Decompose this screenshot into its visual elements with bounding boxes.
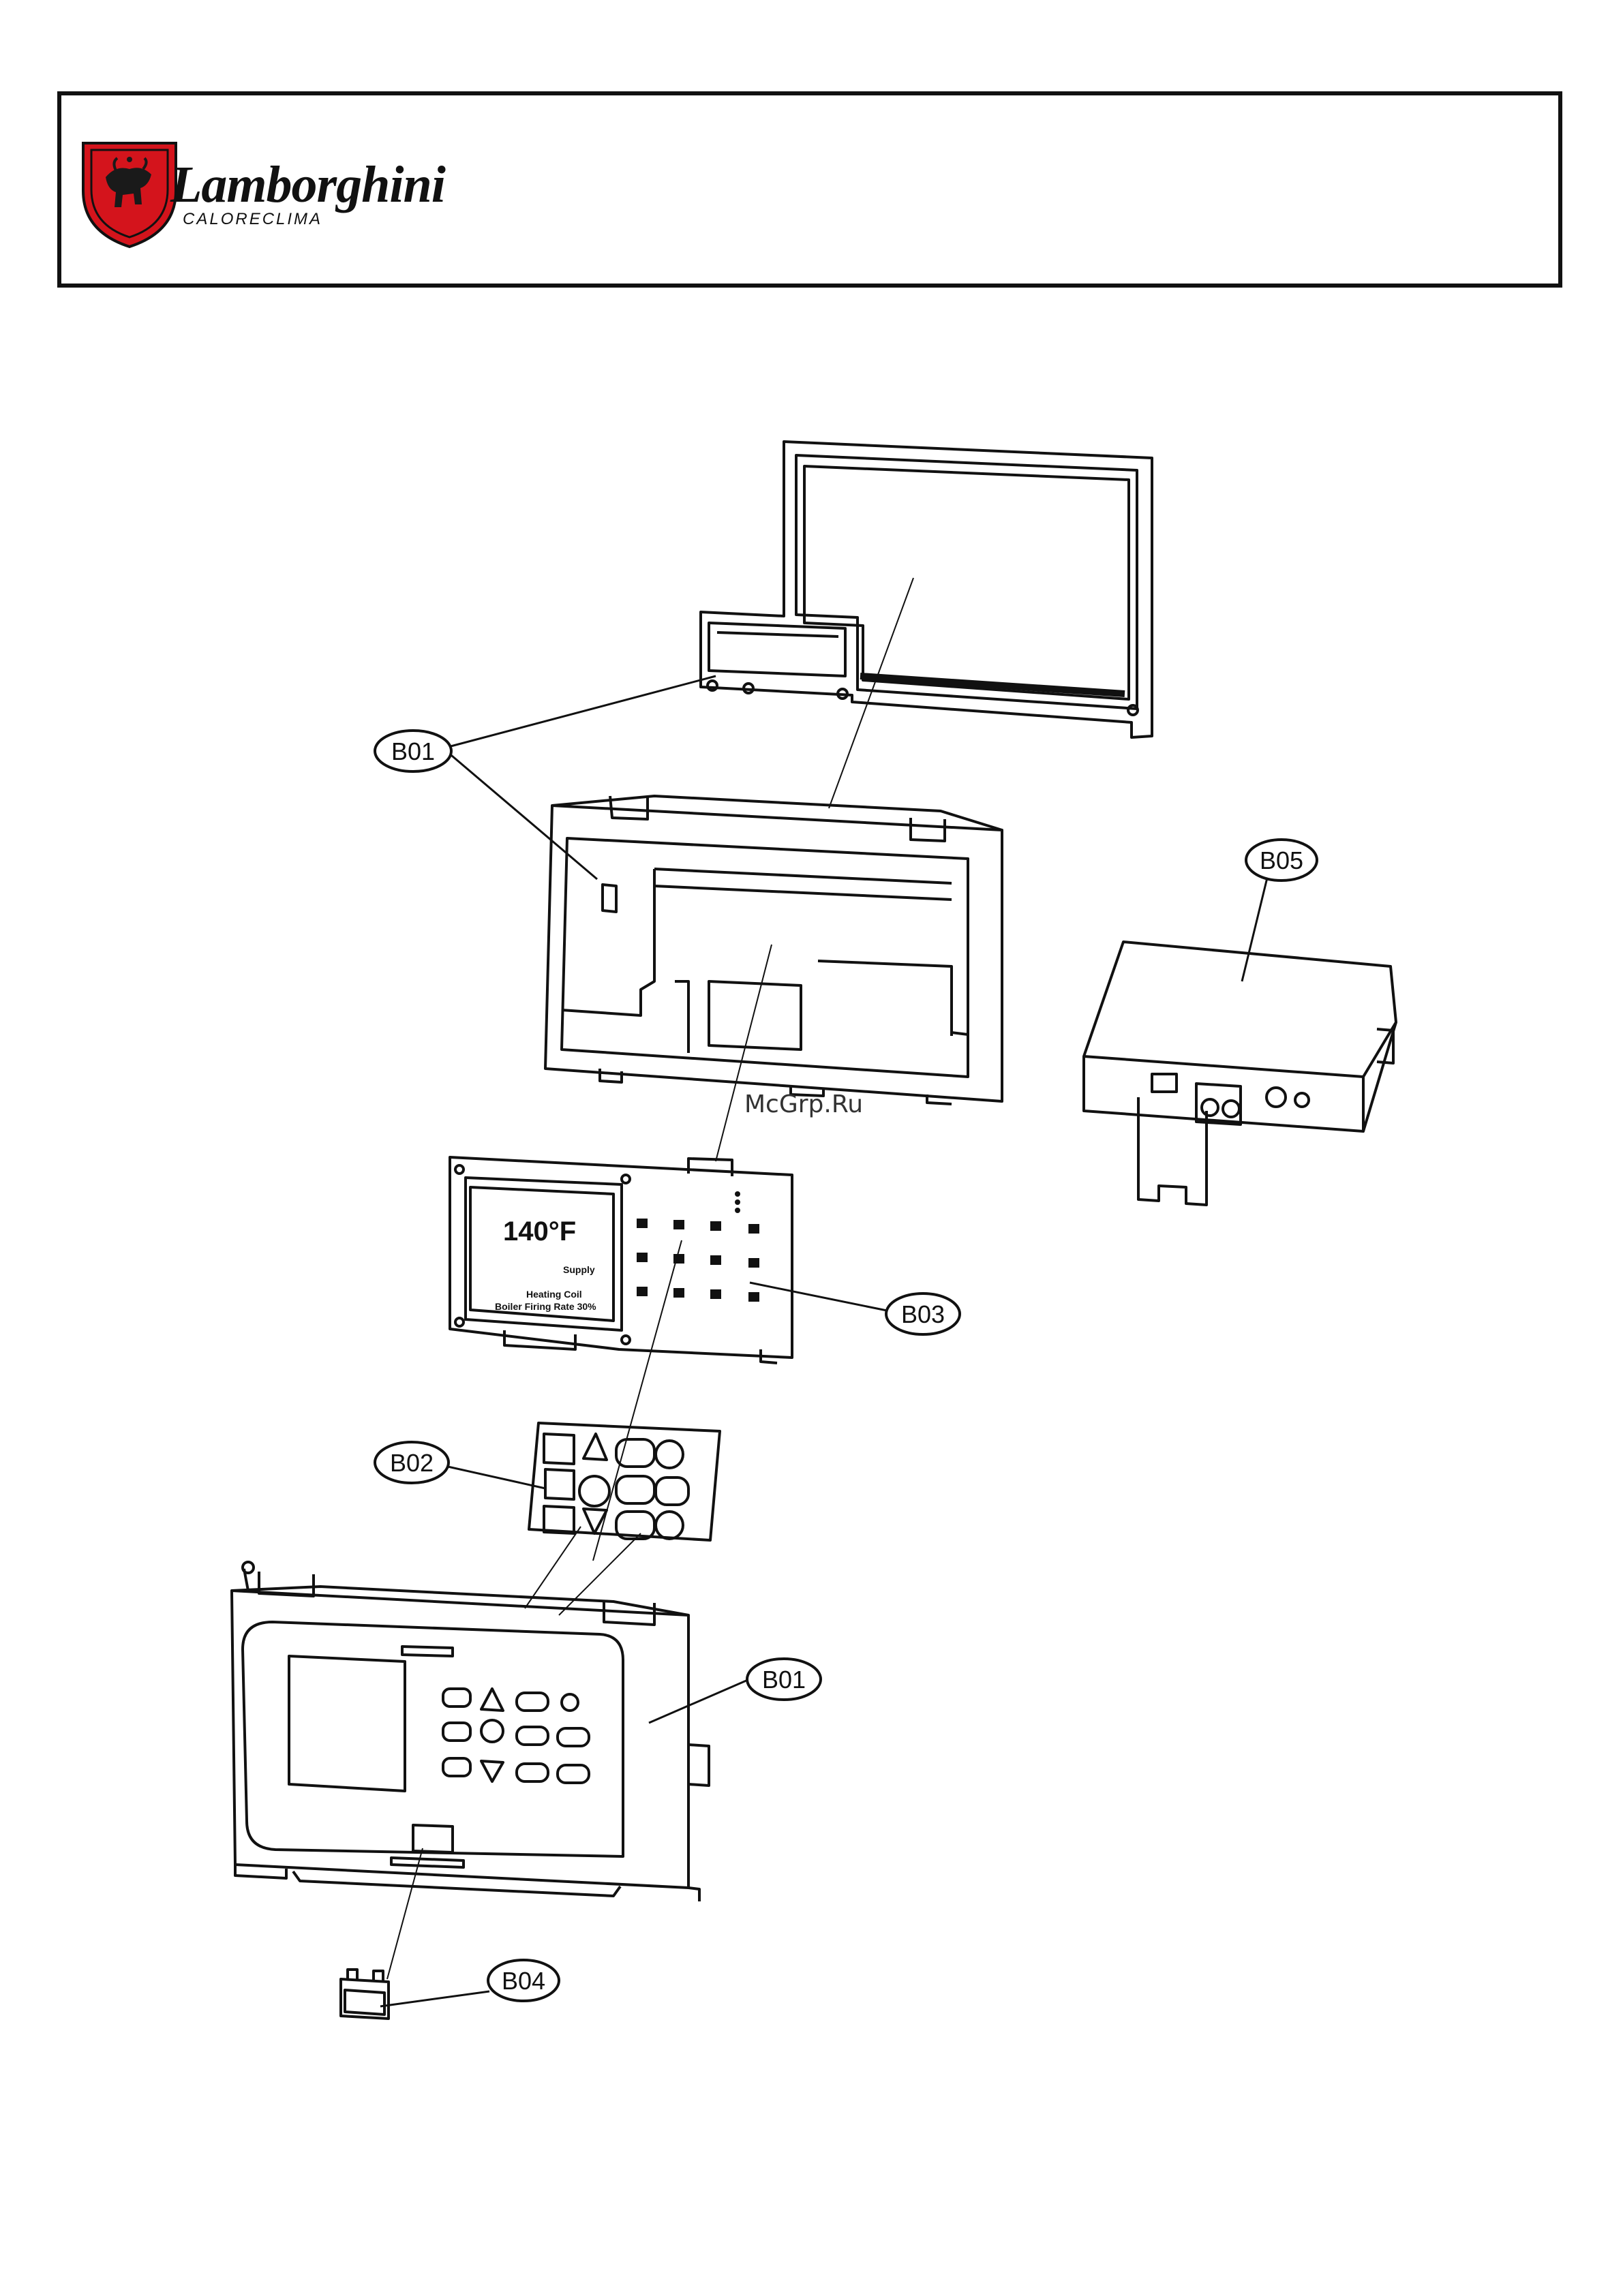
- callout-b03: B03: [886, 1294, 960, 1334]
- callout-b01-bottom: B01: [747, 1659, 821, 1700]
- display-temperature: 140°F: [503, 1216, 576, 1246]
- display-line2: Boiler Firing Rate 30%: [495, 1301, 596, 1312]
- svg-text:B01: B01: [391, 737, 435, 765]
- front-keys: [443, 1689, 589, 1783]
- power-switch-b04: [341, 1970, 389, 2019]
- svg-text:B02: B02: [390, 1449, 434, 1477]
- display-label: Supply: [563, 1264, 595, 1275]
- control-module-b05: [1084, 942, 1396, 1205]
- callout-b02: B02: [375, 1442, 449, 1483]
- svg-text:B05: B05: [1260, 846, 1303, 874]
- rubber-keypad-b02: [529, 1423, 720, 1540]
- circuit-board-b03: [450, 1157, 792, 1363]
- gasket-frame: [701, 442, 1152, 737]
- display-line1: Heating Coil: [526, 1289, 582, 1300]
- svg-text:B04: B04: [502, 1967, 545, 1995]
- callout-b01-top: B01: [375, 731, 451, 771]
- svg-text:B03: B03: [901, 1300, 945, 1328]
- watermark-text: McGrp.Ru: [744, 1090, 863, 1118]
- callout-b05: B05: [1246, 840, 1317, 881]
- leader-lines: [380, 676, 1268, 2006]
- rear-housing: [545, 796, 1002, 1104]
- svg-text:B01: B01: [762, 1666, 806, 1694]
- board-buttons: [637, 1191, 759, 1302]
- callout-b04: B04: [488, 1960, 559, 2001]
- front-cover: [232, 1562, 709, 1901]
